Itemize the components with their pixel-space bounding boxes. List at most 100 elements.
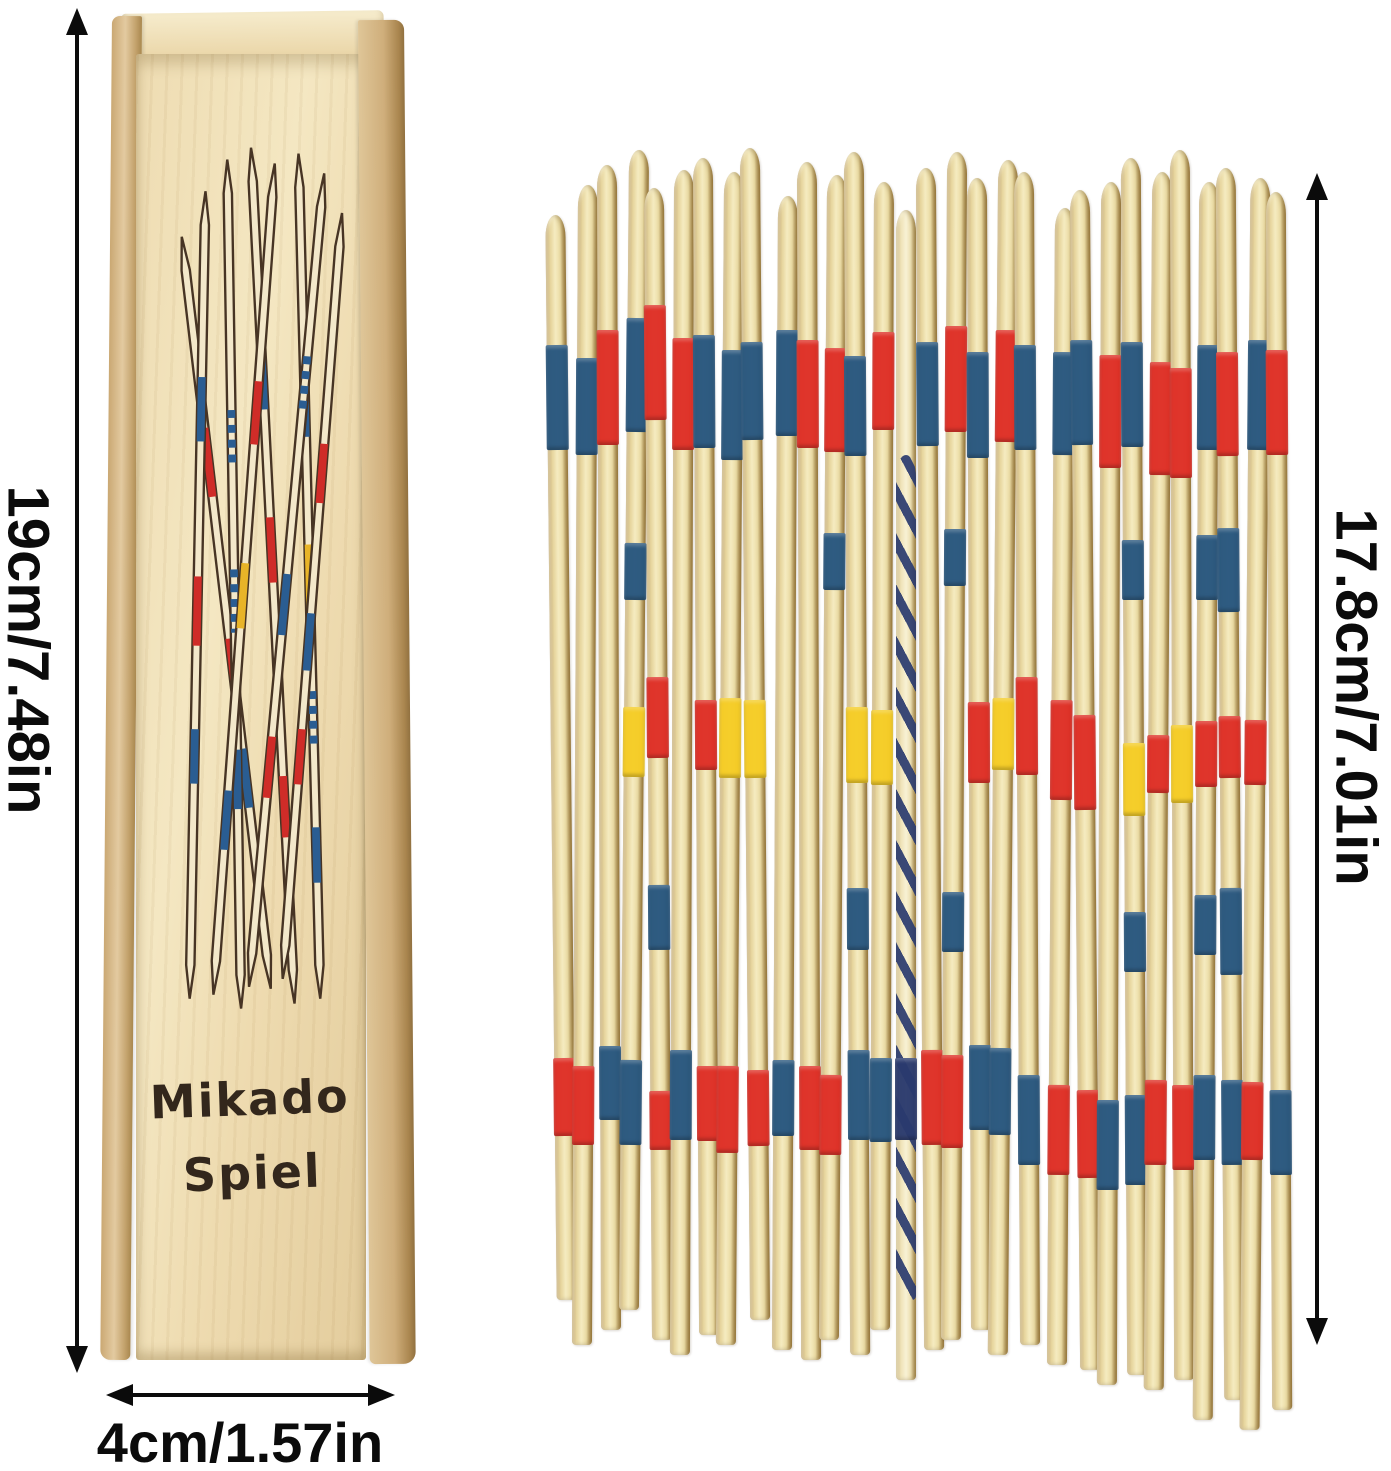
stick-length-label: 17.8cm/7.01in (1323, 508, 1389, 886)
illustrated-band (262, 736, 276, 799)
blue-paint-band (692, 334, 716, 449)
bamboo-stick (796, 161, 822, 1361)
red-paint-band (596, 329, 619, 446)
red-paint-band (1146, 734, 1170, 794)
bamboo-stick (1069, 189, 1101, 1371)
illustrated-band (236, 562, 250, 629)
dimension-line-vertical (75, 30, 79, 1352)
red-paint-band (944, 325, 968, 433)
blue-paint-band (1123, 911, 1147, 973)
blue-paint-band (647, 884, 671, 951)
blue-paint-band (775, 329, 799, 437)
illustrated-band (196, 377, 206, 442)
bamboo-stick (1096, 181, 1122, 1386)
bamboo-stick (966, 177, 992, 1331)
crossed-sticks-illustration (180, 147, 345, 1009)
blue-paint-band (823, 532, 846, 591)
bamboo-stick (596, 164, 622, 1331)
yellow-paint-band (1122, 742, 1146, 817)
blue-paint-band (869, 1057, 892, 1143)
bamboo-stick (1169, 149, 1195, 1381)
illustrated-band (227, 409, 237, 470)
illustrated-band (311, 827, 322, 883)
red-paint-band (646, 676, 669, 759)
arrow-up-icon (66, 8, 88, 35)
red-paint-band (1195, 720, 1218, 788)
blue-paint-band (1269, 1089, 1292, 1176)
illustrated-band (220, 790, 233, 851)
red-paint-band (1169, 367, 1192, 479)
bamboo-stick (987, 159, 1019, 1356)
red-paint-band (746, 1069, 770, 1147)
blue-paint-band (1121, 539, 1145, 601)
red-paint-band (1172, 1084, 1195, 1171)
illustrated-band (192, 576, 202, 646)
red-paint-band (1240, 1081, 1264, 1161)
illustrated-band (238, 748, 254, 809)
yellow-paint-band (845, 706, 869, 784)
red-paint-band (572, 1065, 595, 1146)
blue-paint-band (1096, 1099, 1119, 1191)
bamboo-stick (818, 174, 848, 1341)
illustrated-band (250, 381, 263, 445)
bamboo-stick (669, 169, 695, 1356)
red-paint-band (1099, 354, 1122, 469)
red-paint-band (716, 1065, 739, 1154)
blue-paint-band (669, 1049, 692, 1141)
red-paint-band (1047, 1084, 1070, 1176)
box-width-label: 4cm/1.57in (96, 1411, 384, 1471)
arrow-right-icon (368, 1384, 395, 1406)
bamboo-stick (869, 181, 895, 1331)
blue-paint-band (619, 1059, 643, 1146)
navy-paint-band (895, 1058, 917, 1140)
red-paint-band (1265, 349, 1289, 456)
yellow-paint-band (991, 697, 1015, 771)
blue-paint-band (1013, 344, 1037, 451)
blue-paint-band (599, 1045, 622, 1121)
wooden-box: Mikado Spiel (100, 10, 416, 1365)
blue-paint-band (575, 357, 599, 456)
blue-paint-band (1217, 527, 1240, 613)
arrow-left-icon (106, 1384, 133, 1406)
blue-paint-band (943, 528, 967, 587)
red-paint-band (1144, 1079, 1167, 1166)
illustrated-band (298, 355, 312, 414)
red-paint-band (1049, 699, 1073, 801)
illustrated-stick (279, 212, 345, 980)
red-paint-band (643, 304, 667, 421)
blue-paint-band (772, 1059, 795, 1137)
red-paint-band (819, 1074, 842, 1156)
red-paint-band (872, 331, 895, 431)
bamboo-stick (571, 184, 599, 1346)
bamboo-stick (940, 151, 968, 1341)
red-paint-band (1073, 714, 1097, 811)
yellow-paint-band (1170, 724, 1194, 804)
red-paint-band (940, 1054, 964, 1149)
spiral-stripe-pattern (896, 455, 916, 1300)
bamboo-stick (771, 195, 799, 1351)
illustrated-band (265, 517, 277, 583)
blue-paint-band (843, 355, 867, 457)
yellow-paint-band (870, 709, 894, 786)
blue-paint-band (1070, 339, 1094, 446)
illustrated-band (190, 729, 199, 784)
red-paint-band (1215, 351, 1239, 457)
bamboo-stick (1215, 167, 1245, 1401)
blue-paint-band (1219, 887, 1243, 976)
bamboo-stick (1120, 157, 1148, 1376)
bamboo-stick (692, 157, 720, 1336)
blue-paint-band (847, 1049, 871, 1141)
blue-paint-band (966, 351, 989, 459)
bamboo-stick (1265, 191, 1293, 1411)
blue-paint-band (545, 344, 569, 451)
blue-paint-band (941, 891, 965, 953)
bamboo-stick (843, 151, 871, 1356)
illustrated-band (277, 573, 292, 636)
red-paint-band (1218, 715, 1241, 779)
red-paint-band (694, 699, 718, 771)
blue-paint-band (1196, 534, 1219, 601)
bamboo-stick (643, 187, 673, 1341)
red-paint-band (649, 1090, 672, 1151)
